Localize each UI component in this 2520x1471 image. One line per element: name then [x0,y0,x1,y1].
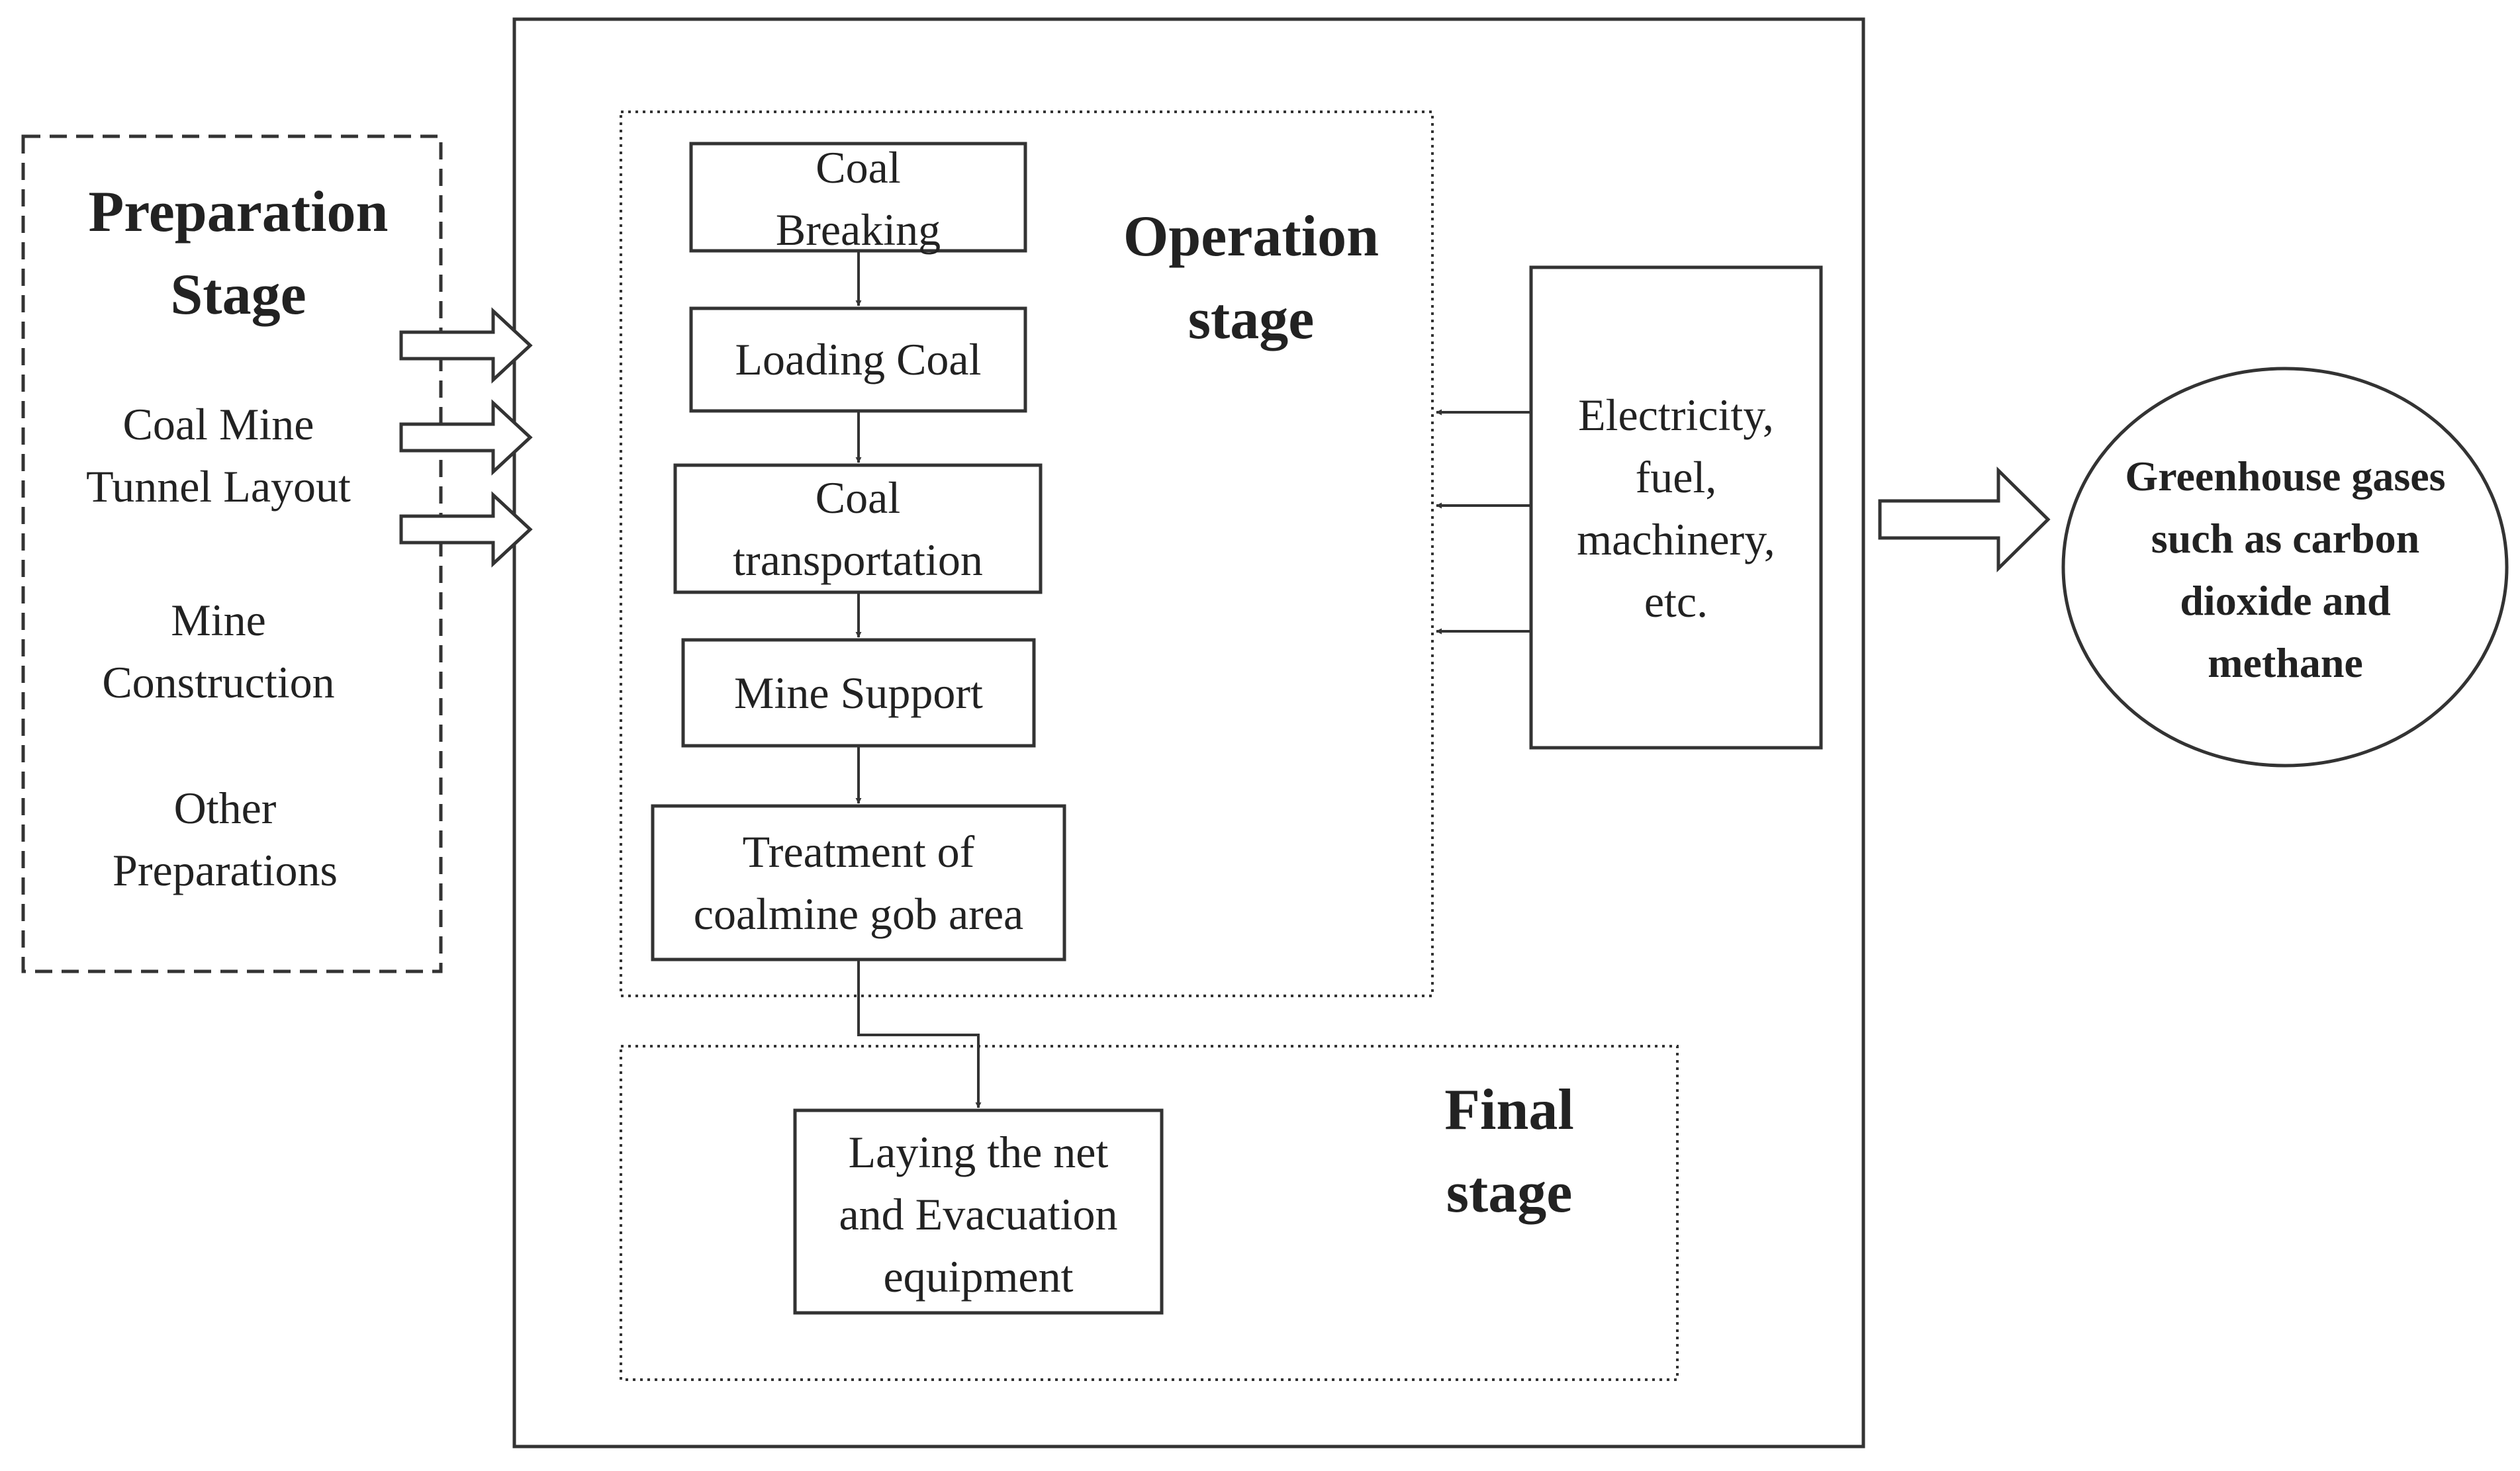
label-line: transportation [733,535,983,585]
label-line: machinery, [1577,514,1775,564]
label-line: Mine [171,595,266,645]
inputs-label: Electricity, fuel, machinery, etc. [1531,384,1821,633]
label-line: Electricity, [1578,390,1774,440]
label-line: Treatment of [742,826,975,877]
operation-stage-frame [620,111,1434,997]
coal-transportation-box [673,463,1043,594]
coal-breaking-label: Coal Breaking [691,136,1025,261]
label-line: coalmine gob area [693,889,1024,939]
label-line: Coal Mine [122,399,314,449]
operation-stage-title: Operation stage [1086,195,1417,361]
label-line: methane [2208,639,2363,686]
inputs-box [1529,265,1823,750]
block-arrow [399,491,533,568]
flow-arrow [857,961,982,1108]
title-line: Final [1444,1078,1574,1142]
title-line: Stage [170,263,306,327]
coal-transportation-label: Coal transportation [675,467,1041,591]
block-arrow [399,399,533,476]
loading-coal-label: Loading Coal [691,328,1025,390]
title-line: stage [1446,1161,1573,1225]
label-line: Greenhouse gases [2125,453,2446,500]
label-line: Loading Coal [735,334,982,384]
title-line: stage [1188,287,1315,351]
prep-item-other-preparations: Other Preparations [20,777,430,901]
output-block-arrow [1878,467,2051,572]
label-line: dioxide and [2180,577,2391,624]
coal-breaking-box [689,142,1027,253]
title-line: Operation [1123,204,1379,269]
laying-net-box [793,1108,1164,1315]
output-label: Greenhouse gases such as carbon dioxide … [2085,445,2486,694]
label-line: Breaking [775,204,941,255]
preparation-stage-title: Preparation Stage [26,171,450,336]
label-line: Laying the net [848,1127,1109,1177]
title-line: Preparation [88,180,389,244]
label-line: Preparations [113,845,338,895]
label-line: Construction [102,657,335,707]
label-line: Tunnel Layout [86,461,351,512]
loading-coal-box [689,306,1027,413]
label-line: Other [173,783,277,833]
gob-treatment-label: Treatment of coalmine gob area [653,821,1064,945]
label-line: and Evacuation [839,1189,1118,1239]
label-line: Mine Support [734,668,983,718]
label-line: such as carbon [2151,515,2420,562]
label-line: Coal [815,472,901,523]
block-arrow [399,307,533,384]
prep-item-tunnel-layout: Coal Mine Tunnel Layout [13,393,424,517]
mine-support-box [681,638,1036,748]
label-line: etc. [1644,576,1708,627]
final-stage-frame [620,1045,1679,1381]
preparation-stage-frame [21,134,443,973]
label-line: Coal [816,142,901,193]
final-stage-title: Final stage [1344,1069,1675,1234]
main-frame [512,17,1865,1449]
gob-treatment-box [651,804,1066,961]
label-line: fuel, [1635,452,1717,502]
label-line: equipment [883,1251,1074,1302]
laying-net-label: Laying the net and Evacuation equipment [795,1121,1162,1308]
output-ellipse [2061,367,2509,768]
prep-item-mine-construction: Mine Construction [13,589,424,713]
mine-support-label: Mine Support [683,662,1034,724]
